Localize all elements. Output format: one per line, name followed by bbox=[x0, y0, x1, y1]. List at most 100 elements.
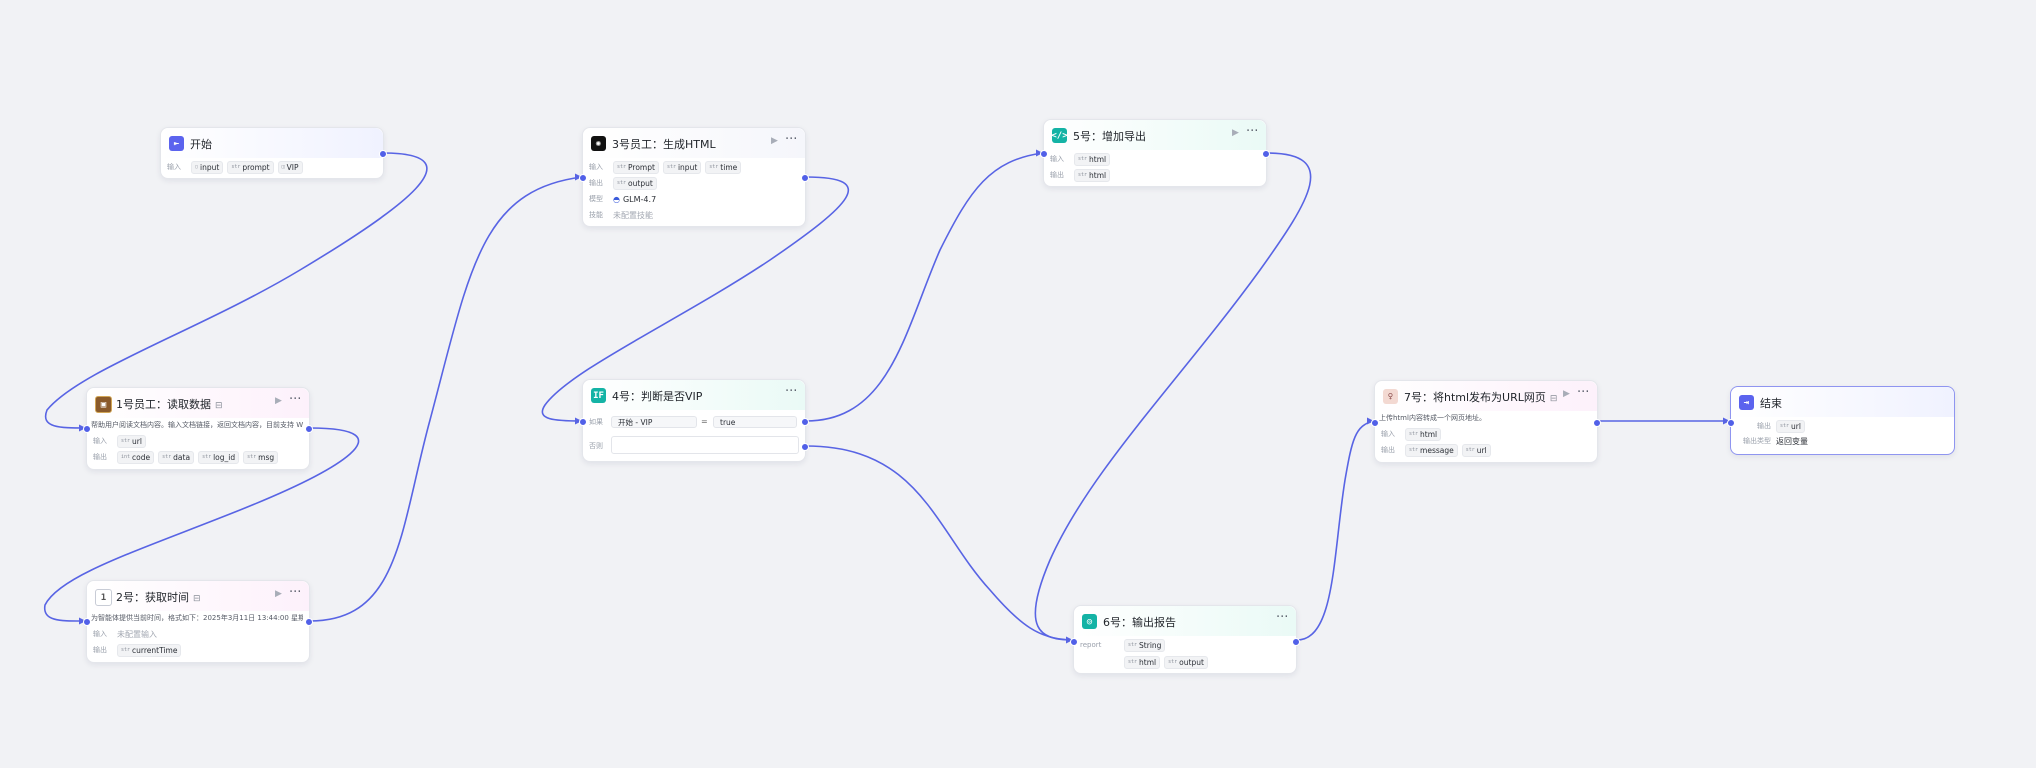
node-description: 为智能体提供当前时间，格式如下：2025年3月11日 13:44:00 星期二 bbox=[91, 614, 303, 622]
input-port[interactable] bbox=[83, 425, 91, 433]
input-port[interactable] bbox=[579, 418, 587, 426]
node-title: 2号：获取时间⊟ bbox=[116, 591, 201, 604]
node-header bbox=[87, 388, 309, 418]
more-icon[interactable]: ··· bbox=[289, 392, 302, 407]
output-port[interactable] bbox=[305, 618, 313, 626]
else-output-port[interactable] bbox=[801, 443, 809, 451]
node-title: 3号员工：生成HTML bbox=[612, 138, 716, 151]
output-port[interactable] bbox=[801, 174, 809, 182]
input-port[interactable] bbox=[1070, 638, 1078, 646]
input-port[interactable] bbox=[1040, 150, 1048, 158]
model-icon: ◓ bbox=[613, 194, 620, 204]
output-port[interactable] bbox=[1292, 638, 1300, 646]
avatar-icon: ♀ bbox=[1383, 389, 1398, 404]
output-port[interactable] bbox=[379, 150, 387, 158]
else-row: 否则 bbox=[589, 442, 603, 450]
code-icon: </> bbox=[1051, 128, 1068, 143]
doc-icon: ⊟ bbox=[215, 401, 223, 411]
run-icon[interactable]: ▶ bbox=[275, 589, 282, 599]
output-type-row: 输出类型 返回变量 bbox=[1743, 436, 1808, 446]
node-2-get-time[interactable]: 1 2号：获取时间⊟ ▶ ··· 为智能体提供当前时间，格式如下：2025年3月… bbox=[83, 580, 313, 663]
node-title: 4号：判断是否VIP bbox=[612, 390, 703, 403]
var-chip: ◫VIP bbox=[277, 160, 303, 174]
run-icon[interactable]: ▶ bbox=[1232, 128, 1239, 138]
node-header bbox=[583, 128, 805, 158]
edge-4else-to-6[interactable] bbox=[805, 445, 1074, 641]
condition-right-operand[interactable]: true bbox=[713, 416, 797, 428]
if-output-port[interactable] bbox=[801, 418, 809, 426]
output-port[interactable] bbox=[305, 425, 313, 433]
more-icon[interactable]: ··· bbox=[785, 384, 798, 399]
more-icon[interactable]: ··· bbox=[1577, 385, 1590, 400]
condition-left-operand[interactable]: 开始 - VIP bbox=[611, 416, 697, 428]
node-title: 7号：将html发布为URL网页⊟ bbox=[1404, 391, 1558, 404]
node-header bbox=[161, 128, 383, 158]
llm-icon: ✺ bbox=[591, 136, 606, 151]
node-description: 上传html内容转成一个网页地址。 bbox=[1379, 414, 1486, 422]
if-row: 如果 bbox=[589, 418, 603, 426]
edge-4-to-5[interactable] bbox=[805, 152, 1044, 422]
input-port[interactable] bbox=[1371, 419, 1379, 427]
run-icon[interactable]: ▶ bbox=[1563, 389, 1570, 399]
input-row: 输入 未配置输入 bbox=[93, 629, 157, 639]
more-icon[interactable]: ··· bbox=[785, 132, 798, 147]
edge-2-to-3[interactable] bbox=[309, 176, 583, 622]
node-header bbox=[583, 380, 805, 410]
input-port[interactable] bbox=[579, 174, 587, 182]
model-row: 模型 ◓ GLM-4.7 bbox=[589, 194, 657, 204]
node-title: 开始 bbox=[190, 138, 212, 151]
skill-row: 技能 未配置技能 bbox=[589, 210, 653, 220]
edge-6-to-7[interactable] bbox=[1296, 420, 1375, 641]
end-icon: ⇥ bbox=[1739, 395, 1754, 410]
input-port[interactable] bbox=[83, 618, 91, 626]
node-description: 帮助用户阅读文档内容。输入文档链接，返回文档内容，目前支持 Word、Excel… bbox=[91, 421, 303, 429]
run-icon[interactable]: ▶ bbox=[275, 396, 282, 406]
more-icon[interactable]: ··· bbox=[289, 585, 302, 600]
node-1-read-data[interactable]: ▣ 1号员工：读取数据⊟ ▶ ··· 帮助用户阅读文档内容。输入文档链接，返回文… bbox=[83, 387, 313, 470]
run-icon[interactable]: ▶ bbox=[771, 136, 778, 146]
node-header bbox=[1375, 381, 1597, 411]
more-icon[interactable]: ··· bbox=[1246, 124, 1259, 139]
edge-5-to-6[interactable] bbox=[1034, 152, 1312, 641]
more-icon[interactable]: ··· bbox=[1276, 610, 1289, 625]
node-header bbox=[1731, 387, 1954, 417]
else-branch-box[interactable] bbox=[611, 436, 799, 454]
output-port[interactable] bbox=[1262, 150, 1270, 158]
input-port[interactable] bbox=[1727, 419, 1735, 427]
node-7-publish-html[interactable]: ♀ 7号：将html发布为URL网页⊟ ▶ ··· 上传html内容转成一个网页… bbox=[1371, 380, 1601, 463]
node-title: 5号：增加导出 bbox=[1073, 130, 1146, 143]
doc-icon: ⊟ bbox=[1549, 394, 1558, 404]
node-4-condition-vip[interactable]: IF 4号：判断是否VIP ··· 如果 开始 - VIP = true 否则 bbox=[579, 379, 809, 462]
output-port[interactable] bbox=[1593, 419, 1601, 427]
